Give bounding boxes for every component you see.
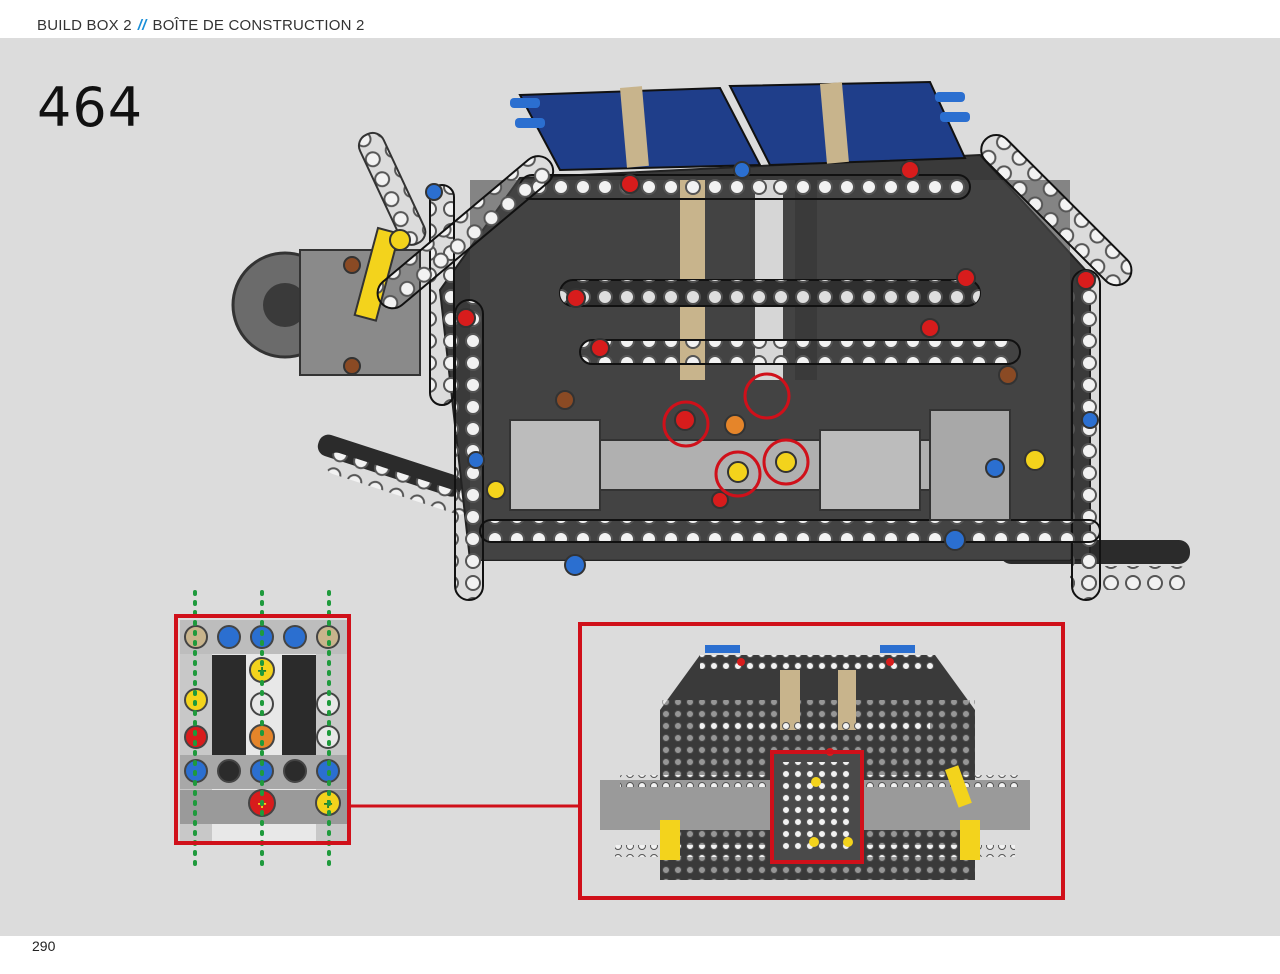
top-blue-bars: [510, 80, 970, 172]
guide-lines: [193, 590, 331, 872]
callout-circles: [662, 372, 810, 498]
main-model-illustration: [231, 80, 1190, 601]
detail-callout-illustration: + + +: [174, 590, 351, 872]
pins: [343, 160, 1099, 576]
step-number: 464: [37, 76, 144, 139]
main-body: [376, 133, 1133, 601]
page-number: 290: [32, 938, 56, 954]
header-title: BUILD BOX 2 // BOÎTE DE CONSTRUCTION 2: [37, 17, 365, 34]
page-header: BUILD BOX 2 // BOÎTE DE CONSTRUCTION 2: [0, 0, 1280, 38]
left-foot: [317, 434, 471, 515]
header-title-en: BUILD BOX 2: [37, 17, 132, 34]
front-view-inset-illustration: [578, 622, 1065, 900]
header-title-fr: BOÎTE DE CONSTRUCTION 2: [152, 17, 365, 34]
rear-assembly: [231, 131, 427, 376]
header-separator: //: [137, 17, 147, 34]
